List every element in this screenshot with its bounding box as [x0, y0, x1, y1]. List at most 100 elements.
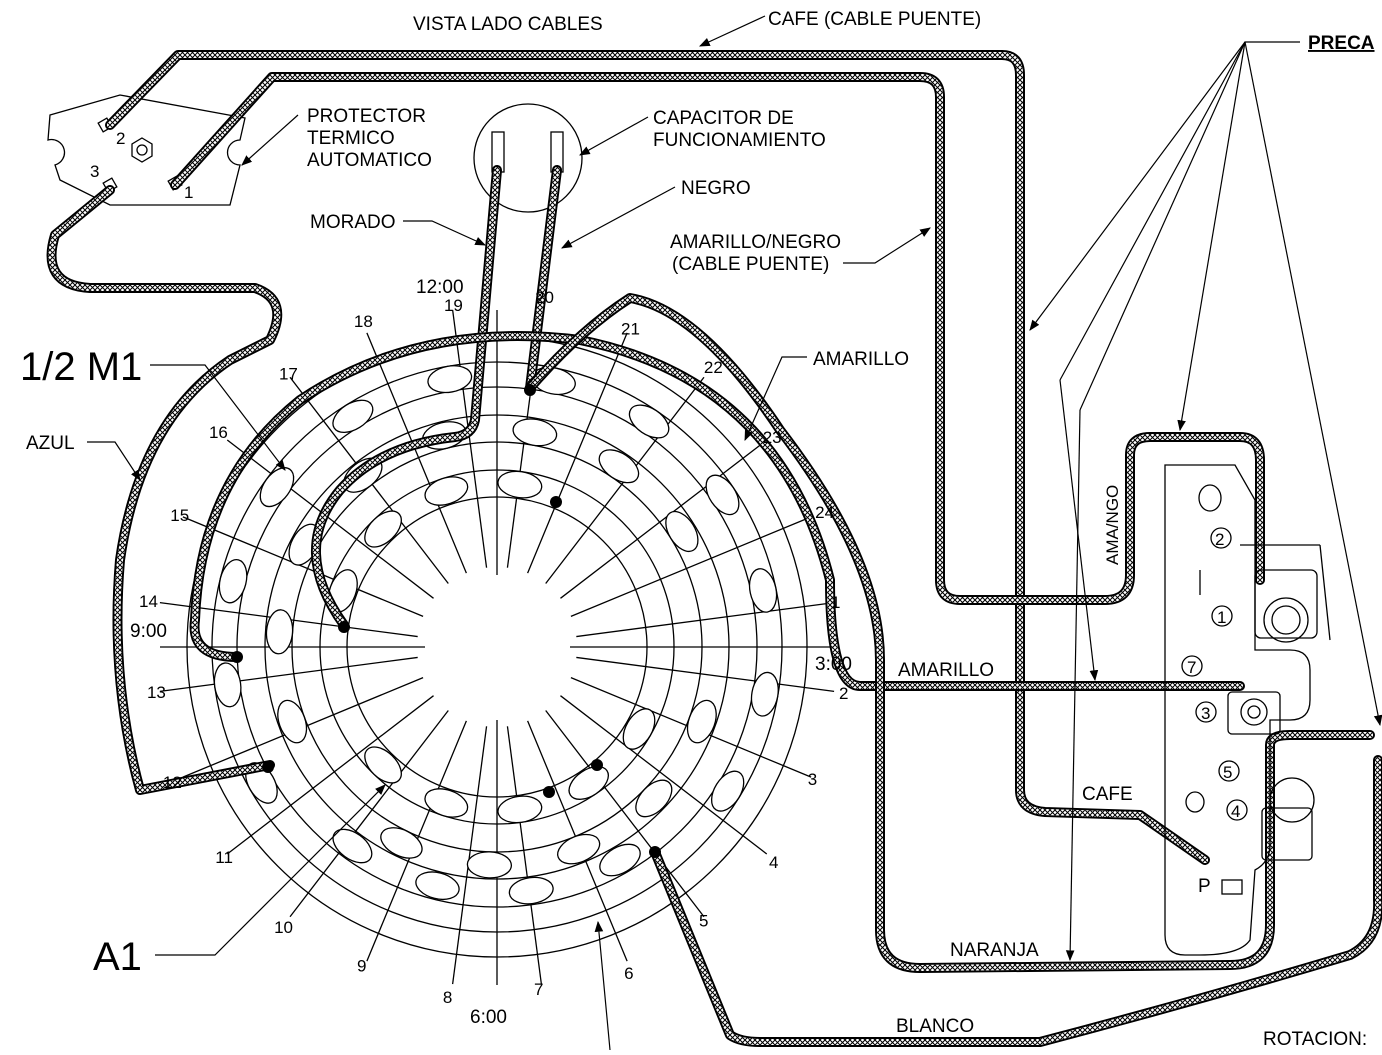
slot-label-21: 21: [621, 319, 640, 338]
capacitor-label-1: CAPACITOR DE: [653, 108, 794, 129]
coil-lobe: [380, 827, 423, 859]
slot-label-8: 8: [443, 988, 452, 1007]
coil-lobe: [598, 449, 640, 484]
ama-ngo-label: AMA/NGO: [1103, 485, 1122, 565]
slot-label-14: 14: [139, 592, 158, 611]
coil-lobe: [557, 833, 601, 865]
protector-terminal-1: 1: [184, 183, 193, 202]
slot-line: [570, 516, 812, 617]
wire-segment: [107, 52, 1208, 863]
coil-lobe: [213, 662, 242, 708]
blanco-label: BLANCO: [896, 1016, 974, 1037]
protector-label-3: AUTOMATICO: [307, 150, 432, 171]
caution-label: PRECA: [1308, 33, 1375, 54]
slot-label-18: 18: [354, 312, 373, 331]
slot-label-3: 3: [808, 770, 817, 789]
clock-3: 3:00: [815, 654, 852, 675]
wire-segment: [189, 331, 1245, 691]
slot-label-6: 6: [624, 964, 633, 983]
harness-wires: [46, 50, 1382, 1047]
coil-lobe: [466, 851, 513, 879]
slot-line: [576, 601, 835, 638]
coil-lobe: [427, 365, 473, 394]
coil-lobe: [622, 708, 656, 750]
slot-label-2: 2: [839, 684, 848, 703]
slot-label-22: 22: [704, 358, 723, 377]
coil-lobe: [259, 467, 295, 508]
thermal-protector: 2 3 1: [47, 94, 246, 206]
coil-lobe: [364, 746, 402, 784]
wire-segment: [191, 333, 1243, 689]
clock-12: 12:00: [416, 277, 464, 298]
slot-label-16: 16: [209, 423, 228, 442]
switch-terminal-7: 7: [1187, 658, 1196, 677]
slot-line: [545, 710, 705, 918]
capacitor-label-2: FUNCIONAMIENTO: [653, 130, 826, 151]
slot-line: [159, 656, 418, 693]
slot-label-12: 12: [163, 773, 182, 792]
slot-label-19: 19: [444, 296, 463, 315]
slot-label-23: 23: [763, 428, 782, 447]
leader-lines: [87, 15, 1382, 1051]
amarillo-negro-label-2: (CABLE PUENTE): [672, 254, 829, 275]
coil-lobe: [332, 828, 373, 864]
cafe-label: CAFE: [1082, 784, 1133, 805]
slot-line: [289, 710, 449, 918]
slot-line: [451, 309, 488, 568]
coil-lobe: [497, 470, 543, 499]
coil-lobe: [750, 671, 779, 717]
coil-lobe: [364, 510, 402, 548]
terminal-block: 2 1 7 3 5 4 P: [1164, 464, 1331, 956]
coil-lobes: [213, 365, 779, 905]
coil-lobe: [277, 699, 308, 744]
azul-label: AZUL: [26, 433, 75, 454]
slot-label-4: 4: [769, 853, 778, 872]
slot-line: [560, 439, 768, 599]
wire-segment: [313, 167, 500, 628]
slot-label-5: 5: [699, 912, 708, 931]
morado-label: MORADO: [310, 212, 396, 233]
lead-terminals: [231, 384, 661, 858]
coil-lobe: [635, 779, 673, 818]
coil-lobe: [748, 568, 778, 613]
coil-lobe: [686, 699, 717, 744]
slot-line: [576, 656, 835, 693]
slot-label-20: 20: [535, 288, 554, 307]
slot-line: [451, 726, 488, 985]
slot-label-11: 11: [215, 848, 233, 867]
protector-terminal-2: 2: [116, 129, 125, 148]
coil-lobe: [710, 770, 745, 812]
slot-label-10: 10: [274, 918, 293, 937]
coil-lobe: [628, 404, 670, 439]
coil-lobe: [218, 558, 248, 604]
switch-terminal-2: 2: [1215, 530, 1224, 549]
protector-terminal-3: 3: [90, 162, 99, 181]
coil-lobe: [512, 418, 558, 447]
coil-lobe: [424, 788, 469, 818]
protector-label-1: PROTECTOR: [307, 106, 426, 127]
protector-label-2: TERMICO: [307, 128, 395, 149]
slot-line: [527, 332, 628, 574]
coil-lobe: [332, 399, 374, 434]
stator: [159, 309, 835, 985]
slot-line: [560, 695, 768, 855]
clock-9: 9:00: [130, 621, 167, 642]
slot-label-9: 9: [357, 957, 366, 976]
wire-segment: [172, 74, 1263, 603]
slot-label-24: 24: [815, 503, 834, 522]
half-m1-label: 1/2 M1: [20, 345, 142, 389]
naranja-label: NARANJA: [950, 940, 1039, 961]
cafe-bridge-label: CAFE (CABLE PUENTE): [768, 9, 981, 30]
coil-lobe: [508, 876, 554, 905]
a1-label: A1: [93, 935, 142, 979]
wire-segment: [48, 187, 281, 793]
clock-6: 6:00: [470, 1007, 507, 1028]
slot-line: [506, 726, 543, 985]
coil-lobe: [424, 476, 469, 506]
slot-label-7: 7: [534, 980, 543, 999]
negro-label: NEGRO: [681, 178, 751, 199]
terminal-p-label: P: [1198, 876, 1211, 897]
switch-terminal-5: 5: [1223, 763, 1232, 782]
